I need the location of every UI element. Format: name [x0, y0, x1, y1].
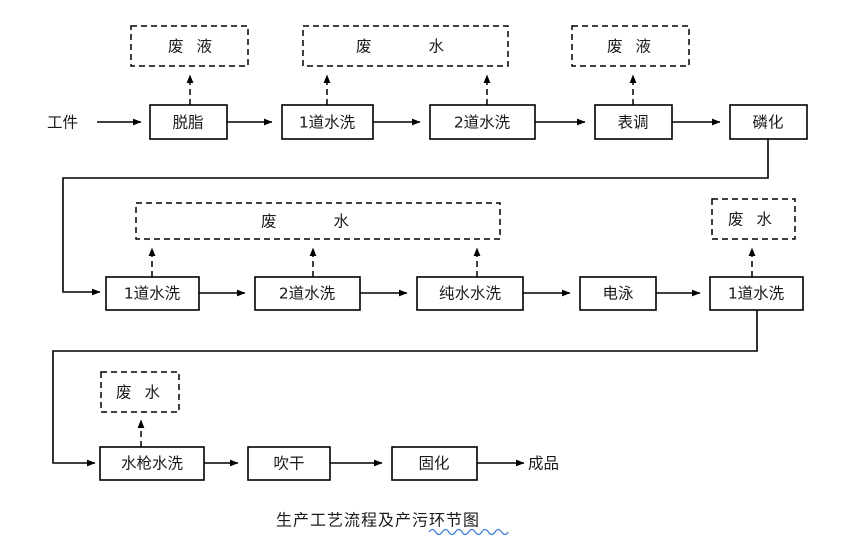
process-node-blow-dry[interactable]: 吹干 [247, 446, 331, 481]
process-label: 脱脂 [172, 114, 203, 132]
process-label: 1道水洗 [299, 114, 356, 132]
process-label: 固化 [418, 455, 449, 473]
process-node-rinse-1-b[interactable]: 1道水洗 [105, 276, 200, 311]
diagram-caption: 生产工艺流程及产污环节图 [276, 511, 480, 530]
process-node-rinse-2-a[interactable]: 2道水洗 [429, 104, 536, 140]
process-node-rinse-2-b[interactable]: 2道水洗 [254, 276, 361, 311]
waste-box-outline [100, 371, 180, 413]
input-label-workpiece: 工件 [47, 114, 78, 132]
process-label: 2道水洗 [454, 114, 511, 132]
process-label: 1道水洗 [124, 285, 181, 303]
waste-node-waste-water-2[interactable]: 废 水 [135, 202, 501, 240]
output-label-finished-product: 成品 [528, 455, 559, 473]
process-label: 磷化 [752, 114, 783, 132]
waste-box-outline [135, 202, 501, 240]
process-label: 表调 [617, 114, 648, 132]
waste-label: 废 水 [116, 384, 164, 402]
process-box-outline [579, 276, 657, 311]
waste-label: 废 水 [261, 213, 375, 231]
process-box-outline [247, 446, 331, 481]
waste-node-waste-liquid-2[interactable]: 废 液 [571, 25, 690, 67]
process-label: 1道水洗 [728, 285, 785, 303]
process-box-outline [281, 104, 374, 140]
waste-box-outline [711, 198, 796, 240]
process-node-degrease[interactable]: 脱脂 [149, 104, 228, 140]
process-node-phosphating[interactable]: 磷化 [729, 104, 808, 140]
waste-box-outline [130, 25, 249, 67]
process-node-electrophoresis[interactable]: 电泳 [579, 276, 657, 311]
process-node-pure-water-rinse[interactable]: 纯水水洗 [416, 276, 524, 311]
process-node-rinse-1-a[interactable]: 1道水洗 [281, 104, 374, 140]
edge-rinse-1-c-to-water-gun-rinse-wrap [52, 310, 758, 467]
waste-label: 废 水 [356, 38, 470, 56]
waste-box-outline [302, 25, 509, 67]
process-label: 2道水洗 [279, 285, 336, 303]
process-node-water-gun-rinse[interactable]: 水枪水洗 [99, 446, 205, 481]
process-node-rinse-1-c[interactable]: 1道水洗 [709, 276, 804, 311]
process-box-outline [429, 104, 536, 140]
process-box-outline [105, 276, 200, 311]
process-node-surface-conditioning[interactable]: 表调 [594, 104, 673, 140]
edge-phosphating-to-rinse-1-b-wrap [62, 139, 769, 296]
waste-label: 废 水 [728, 211, 776, 229]
waste-label: 废 液 [168, 38, 216, 56]
waste-label: 废 液 [607, 38, 655, 56]
process-label: 吹干 [273, 455, 304, 473]
waste-node-waste-liquid-1[interactable]: 废 液 [130, 25, 249, 67]
process-box-outline [99, 446, 205, 481]
waste-node-waste-water-3[interactable]: 废 水 [711, 198, 796, 240]
process-box-outline [149, 104, 228, 140]
waste-node-waste-water-1[interactable]: 废 水 [302, 25, 509, 67]
process-box-outline [594, 104, 673, 140]
waste-node-waste-water-4[interactable]: 废 水 [100, 371, 180, 413]
spellcheck-squiggle-underline [428, 528, 509, 536]
process-label: 水枪水洗 [121, 455, 184, 473]
process-label: 纯水水洗 [439, 285, 502, 303]
process-box-outline [391, 446, 478, 481]
process-label: 电泳 [602, 285, 634, 303]
waste-box-outline [571, 25, 690, 67]
process-box-outline [254, 276, 361, 311]
process-node-curing[interactable]: 固化 [391, 446, 478, 481]
process-box-outline [416, 276, 524, 311]
